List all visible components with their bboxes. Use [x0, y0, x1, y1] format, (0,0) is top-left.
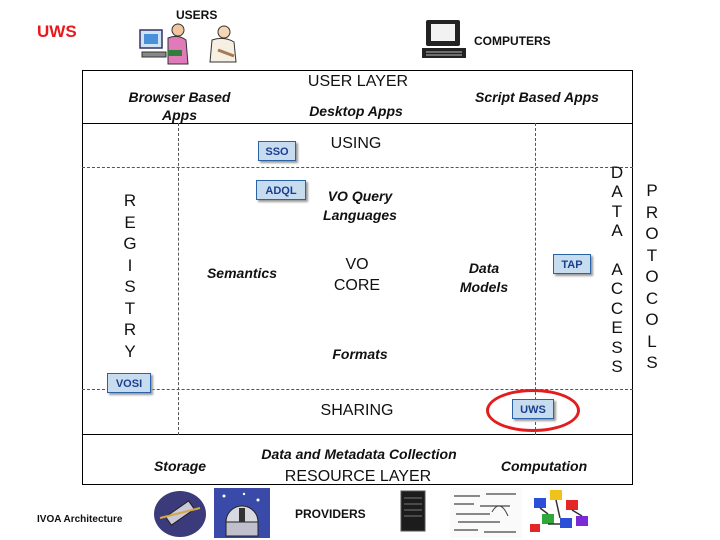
- vertical-letter: [607, 241, 627, 260]
- storage-label: Storage: [153, 458, 207, 474]
- core-box: [82, 123, 633, 435]
- vosi-tag: VOSI: [107, 373, 151, 393]
- vertical-letter: R: [123, 320, 137, 339]
- vertical-letter: S: [646, 353, 658, 372]
- footer-label: IVOA Architecture: [37, 514, 123, 525]
- browser-apps: Browser Based Apps: [128, 89, 231, 123]
- vertical-letter: O: [645, 224, 659, 243]
- desktop-apps: Desktop Apps: [309, 103, 403, 119]
- equations-icon: [450, 488, 522, 538]
- vertical-letter: C: [610, 279, 624, 299]
- vertical-letter: A: [611, 182, 623, 202]
- sso-tag: SSO: [258, 141, 296, 161]
- telescope-icon: [154, 491, 206, 537]
- script-apps: Script Based Apps: [475, 89, 599, 105]
- computers-label: COMPUTERS: [474, 34, 551, 48]
- user-layer-title: USER LAYER: [307, 73, 409, 90]
- using-label: USING: [330, 135, 382, 152]
- data-access-divider: [535, 123, 536, 435]
- registry-divider: [178, 123, 179, 435]
- vertical-letter: S: [124, 277, 136, 296]
- computer-icon: [422, 20, 466, 58]
- highlight-ring: [486, 389, 580, 432]
- vertical-letter: S: [611, 357, 623, 377]
- vertical-letter: C: [645, 288, 659, 308]
- sharing-divider: [82, 389, 633, 390]
- vertical-letter: I: [127, 255, 133, 275]
- vertical-letter: G: [123, 234, 137, 253]
- vertical-letter: S: [611, 337, 623, 357]
- users-label: USERS: [176, 8, 218, 22]
- server-icon: [400, 490, 426, 532]
- slide-title: UWS: [37, 22, 77, 41]
- vertical-letter: O: [645, 310, 659, 329]
- vertical-letter: P: [646, 181, 658, 200]
- vertical-letter: A: [611, 260, 623, 280]
- tap-tag: TAP: [553, 254, 591, 274]
- vertical-letter: C: [610, 298, 624, 318]
- vertical-letter: E: [124, 212, 136, 232]
- using-divider: [82, 167, 633, 168]
- vo-core-label: VO CORE: [333, 256, 381, 294]
- observatory-icon: [214, 488, 270, 538]
- resource-layer-title: RESOURCE LAYER: [284, 468, 432, 485]
- vertical-letter: R: [645, 202, 659, 222]
- data-models-label: Data Models: [459, 260, 509, 295]
- vertical-letter: E: [611, 318, 623, 338]
- providers-label: PROVIDERS: [295, 507, 366, 521]
- network-icon: [530, 490, 588, 532]
- vertical-letter: T: [646, 245, 658, 265]
- vertical-letter: O: [645, 267, 659, 286]
- vertical-letter: A: [611, 221, 623, 241]
- vertical-letter: R: [123, 191, 137, 210]
- semantics-label: Semantics: [206, 265, 278, 281]
- formats-label: Formats: [332, 346, 388, 362]
- vertical-letter: D: [610, 163, 624, 182]
- sharing-label: SHARING: [320, 402, 394, 419]
- vertical-letter: T: [124, 298, 136, 318]
- users-icon: [139, 23, 237, 65]
- adql-tag: ADQL: [256, 180, 306, 200]
- vertical-letter: T: [611, 201, 623, 221]
- vertical-letter: L: [647, 331, 657, 351]
- vertical-letter: Y: [124, 341, 136, 361]
- query-languages: VO Query Languages: [323, 188, 397, 223]
- collection-label: Data and Metadata Collection: [261, 446, 457, 462]
- computation-label: Computation: [500, 458, 588, 474]
